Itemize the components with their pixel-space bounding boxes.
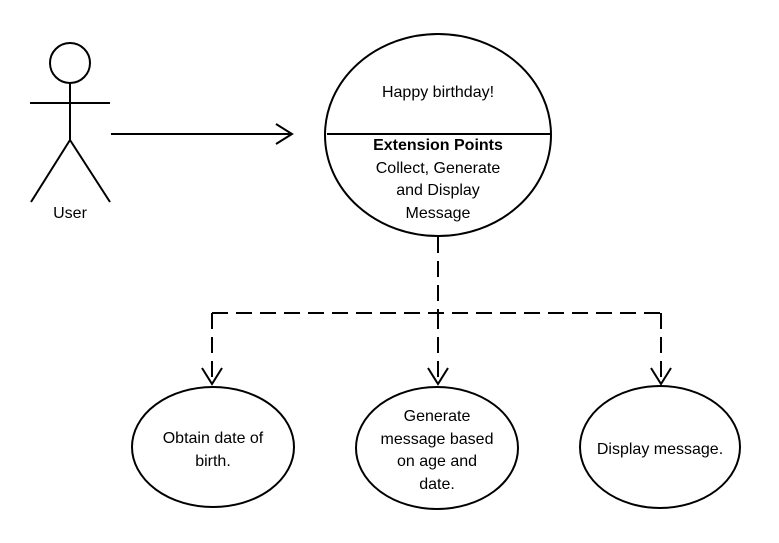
use-case-generate-message-line-2: message based [381, 431, 494, 448]
use-case-display-message[interactable]: Display message. [579, 385, 741, 509]
main-use-case[interactable]: Happy birthday! Extension Points Collect… [324, 33, 552, 237]
use-case-generate-message-line-3: on age and [397, 453, 477, 470]
actor-label: User [53, 205, 87, 222]
actor-user[interactable]: User [30, 42, 111, 222]
extension-points-line-3: Message [406, 205, 471, 222]
association-arrow [111, 123, 294, 145]
extension-points-header: Extension Points [373, 137, 503, 154]
extend-connectors [201, 237, 672, 386]
use-case-generate-message[interactable]: Generate message based on age and date. [355, 386, 519, 510]
extension-points-line-1: Collect, Generate [376, 160, 501, 177]
use-case-obtain-dob-ellipse [131, 386, 295, 508]
actor-right-leg [69, 139, 111, 203]
main-use-case-title: Happy birthday! [382, 84, 494, 101]
right-arrowhead [650, 367, 672, 386]
middle-arrowhead [427, 367, 449, 386]
use-case-generate-message-line-1: Generate [404, 408, 471, 425]
use-case-generate-message-ellipse [355, 386, 519, 510]
actor-left-leg [30, 139, 71, 203]
use-case-obtain-dob[interactable]: Obtain date of birth. [131, 386, 295, 508]
actor-head [49, 42, 91, 84]
use-case-obtain-dob-line-1: Obtain date of [163, 430, 264, 447]
use-case-display-message-ellipse [579, 385, 741, 509]
left-arrowhead [201, 367, 223, 386]
extension-points-line-2: and Display [396, 182, 480, 199]
use-case-display-message-line-1: Display message. [597, 441, 723, 458]
use-case-generate-message-line-4: date. [419, 476, 455, 493]
use-case-obtain-dob-line-2: birth. [195, 453, 231, 470]
